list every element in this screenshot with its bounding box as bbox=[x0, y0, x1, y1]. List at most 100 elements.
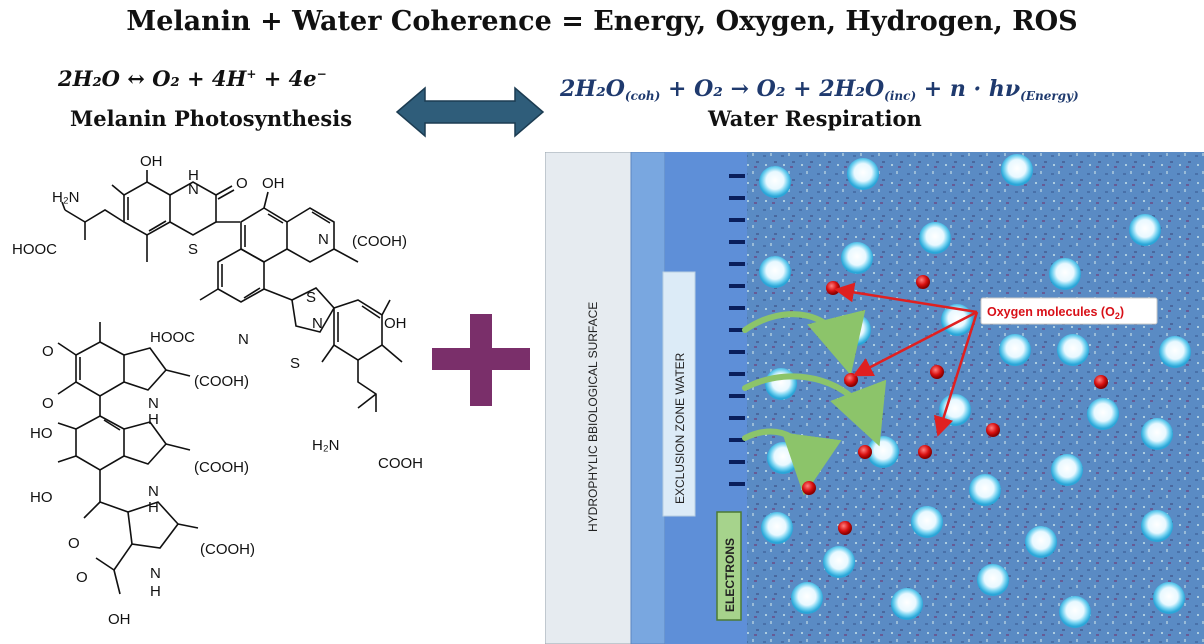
oxygen-dot bbox=[1094, 375, 1108, 389]
oxygen-molecules bbox=[802, 275, 1108, 535]
eq-product-protons: 4H bbox=[211, 66, 247, 91]
water-bubble bbox=[891, 588, 923, 620]
water-bubble bbox=[977, 564, 1009, 596]
eq-proton-charge: + bbox=[246, 67, 257, 81]
label-arrow-1 bbox=[834, 282, 978, 314]
ring-b bbox=[169, 181, 217, 236]
water-bubble bbox=[1129, 214, 1161, 246]
label-h2n-bottom: H₂N bbox=[312, 437, 340, 454]
eq-coherent-water: 2H₂O bbox=[560, 76, 625, 102]
quinone-o2 bbox=[57, 381, 77, 395]
tick bbox=[729, 174, 745, 178]
photosynthesis-equation: 2H₂O ↔ O₂ + 4H+ + 4e− bbox=[58, 66, 327, 91]
acid-o bbox=[95, 557, 115, 571]
label-h-pyr: H bbox=[150, 583, 161, 600]
double-arrow-icon bbox=[395, 86, 545, 138]
label-o-ketone: O bbox=[68, 535, 80, 552]
oxygen-label-box bbox=[980, 297, 1158, 325]
plus-horizontal-bar bbox=[432, 348, 530, 370]
ring-i bbox=[123, 347, 168, 391]
eq-electron-charge: − bbox=[316, 67, 327, 81]
double-arrow-shape bbox=[395, 86, 545, 138]
water-bubble bbox=[1159, 336, 1191, 368]
eq-plus-2: + bbox=[263, 66, 282, 91]
label-arrow-2 bbox=[852, 310, 978, 377]
molecule-bonds bbox=[57, 170, 403, 595]
label-s-mid2: S bbox=[306, 289, 316, 306]
eq-energy-sub: (Energy) bbox=[1020, 89, 1079, 103]
water-bubble bbox=[841, 242, 873, 274]
bond-arrow-4 bbox=[381, 344, 403, 363]
photosynthesis-label: Melanin Photosynthesis bbox=[70, 106, 353, 131]
cooh-bond-1 bbox=[165, 369, 191, 377]
tick bbox=[729, 240, 745, 244]
water-bubble bbox=[919, 222, 951, 254]
tick bbox=[729, 350, 745, 354]
label-s-thiazole: S bbox=[290, 355, 300, 372]
label-cooh-bottom: COOH bbox=[378, 455, 423, 472]
eq-op-plus-1: + bbox=[667, 76, 687, 102]
carbonyl-top-2 bbox=[217, 189, 235, 200]
label-ho-ind2a: HO bbox=[30, 425, 53, 442]
label-cooh-ind2: (COOH) bbox=[194, 459, 249, 476]
oxygen-label: Oxygen molecules (O2) bbox=[987, 305, 1124, 321]
water-bubble bbox=[1025, 526, 1057, 558]
eq-incoherent-water: 2H₂O bbox=[819, 76, 885, 102]
ring-f bbox=[291, 287, 335, 333]
oxygen-dot bbox=[844, 373, 858, 387]
label-n-thiazole: N bbox=[312, 315, 323, 332]
oxygen-dot bbox=[986, 423, 1000, 437]
water-bubble bbox=[1059, 596, 1091, 628]
oxygen-dot bbox=[858, 445, 872, 459]
oh-bond-g bbox=[381, 299, 391, 316]
ring-a-double-2 bbox=[148, 220, 167, 232]
tick bbox=[729, 394, 745, 398]
label-o-q2: O bbox=[42, 395, 54, 412]
ketone-o bbox=[83, 501, 101, 519]
eq-product-oxygen: O₂ bbox=[152, 66, 180, 91]
label-cooh-right: (COOH) bbox=[352, 233, 407, 250]
water-bubble bbox=[911, 506, 943, 538]
ring-j bbox=[75, 415, 125, 471]
amine-bond-bottom bbox=[357, 393, 377, 409]
ring-d-double bbox=[311, 211, 331, 224]
ring-h bbox=[75, 341, 125, 397]
oxygen-dot bbox=[802, 481, 816, 495]
pyrrole-link bbox=[99, 501, 129, 513]
water-bubble bbox=[759, 166, 791, 198]
tick bbox=[729, 218, 745, 222]
label-cooh-ind1: (COOH) bbox=[194, 373, 249, 390]
oh-bond-c bbox=[263, 191, 269, 209]
label-ho-ind2b: HO bbox=[30, 489, 53, 506]
label-hooc-left: HOOC bbox=[12, 241, 57, 258]
electrons-label: ELECTRONS bbox=[723, 538, 737, 612]
label-hooc-mid: HOOC bbox=[150, 329, 195, 346]
oxygen-label-sub: 2 bbox=[1115, 311, 1120, 321]
ring-g-double-2 bbox=[361, 305, 381, 319]
water-bubble bbox=[765, 368, 797, 400]
water-bubble bbox=[1051, 454, 1083, 486]
label-o-q1: O bbox=[42, 343, 54, 360]
ring-c-double bbox=[267, 213, 284, 224]
ring-l bbox=[127, 501, 180, 549]
water-bubble bbox=[761, 512, 793, 544]
tick bbox=[729, 416, 745, 420]
oxygen-dot bbox=[826, 281, 840, 295]
oxygen-label-text: Oxygen molecules (O bbox=[987, 305, 1115, 319]
ring-d bbox=[286, 207, 335, 263]
ring-g bbox=[333, 299, 383, 361]
acid-link bbox=[113, 543, 133, 571]
bond-arrow-1 bbox=[111, 184, 125, 196]
electron-ticks bbox=[729, 174, 745, 486]
water-bubble bbox=[1153, 582, 1185, 614]
tick bbox=[729, 460, 745, 464]
tick bbox=[729, 284, 745, 288]
side-chain-top bbox=[64, 209, 125, 223]
eq-reactant: 2H₂O bbox=[58, 66, 120, 91]
water-bubble bbox=[939, 394, 971, 426]
curved-arrow-1 bbox=[742, 309, 866, 376]
label-h2n-top: H₂N bbox=[52, 189, 80, 206]
ez-label-box bbox=[662, 271, 696, 517]
water-bubble bbox=[767, 442, 799, 474]
label-s-mid: S bbox=[188, 241, 198, 258]
